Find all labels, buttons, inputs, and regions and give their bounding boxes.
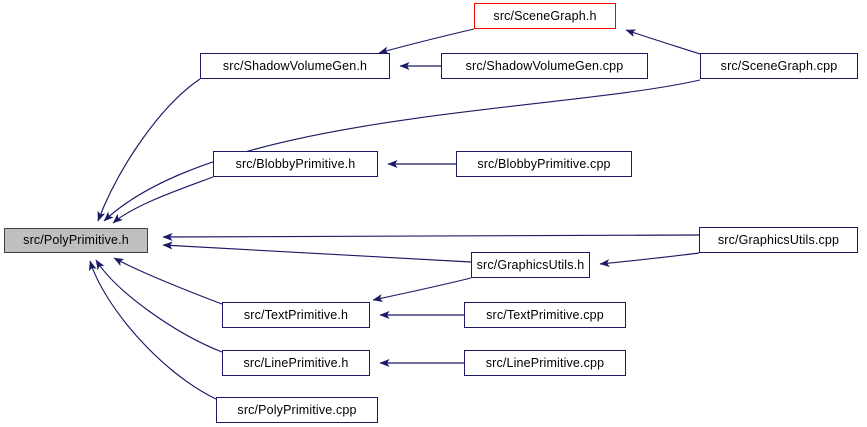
edge-graphicsutils-h-to-textprimitive-h	[372, 277, 472, 302]
node-label: src/PolyPrimitive.cpp	[237, 402, 357, 417]
node-scenegraph-h[interactable]: src/SceneGraph.h	[474, 3, 616, 29]
node-graphicsutils-h[interactable]: src/GraphicsUtils.h	[471, 252, 590, 278]
node-blobbyprimitive-cpp[interactable]: src/BlobbyPrimitive.cpp	[456, 151, 632, 177]
node-label: src/SceneGraph.cpp	[720, 58, 838, 73]
edge-graphicsutils-cpp-to-polyprimitive-h	[162, 232, 700, 241]
node-label: src/TextPrimitive.h	[243, 307, 349, 322]
node-textprimitive-cpp[interactable]: src/TextPrimitive.cpp	[464, 302, 626, 328]
node-label: src/TextPrimitive.cpp	[486, 307, 604, 322]
edge-scenegraph-h-to-shadowvolumegen-h	[378, 28, 475, 55]
node-label: src/GraphicsUtils.h	[476, 257, 585, 272]
node-label: src/LinePrimitive.h	[243, 355, 349, 370]
edge-graphicsutils-h-to-polyprimitive-h	[162, 241, 472, 263]
node-label: src/ShadowVolumeGen.cpp	[465, 58, 624, 73]
node-polyprimitive-h[interactable]: src/PolyPrimitive.h	[4, 228, 148, 253]
node-lineprimitive-h[interactable]: src/LinePrimitive.h	[222, 350, 370, 376]
edge-textprimitive-h-to-polyprimitive-h	[113, 257, 223, 305]
edge-graphicsutils-cpp-to-graphicsutils-h	[599, 252, 700, 268]
node-blobbyprimitive-h[interactable]: src/BlobbyPrimitive.h	[213, 151, 378, 177]
node-textprimitive-h[interactable]: src/TextPrimitive.h	[222, 302, 370, 328]
edge-blobbyprimitive-h-to-polyprimitive-h	[112, 176, 214, 224]
edge-lineprimitive-h-to-polyprimitive-h	[95, 259, 223, 353]
node-scenegraph-cpp[interactable]: src/SceneGraph.cpp	[700, 53, 858, 79]
node-label: src/BlobbyPrimitive.cpp	[477, 156, 611, 171]
node-label: src/ShadowVolumeGen.h	[222, 58, 368, 73]
node-polyprimitive-cpp[interactable]: src/PolyPrimitive.cpp	[216, 397, 378, 423]
node-label: src/PolyPrimitive.h	[23, 233, 129, 248]
node-label: src/LinePrimitive.cpp	[485, 355, 605, 370]
node-graphicsutils-cpp[interactable]: src/GraphicsUtils.cpp	[699, 227, 858, 253]
edge-scenegraph-cpp-to-scenegraph-h	[625, 29, 701, 55]
node-shadowvolumegen-h[interactable]: src/ShadowVolumeGen.h	[200, 53, 390, 79]
edge-polyprimitive-cpp-to-polyprimitive-h	[89, 260, 217, 400]
node-label: src/GraphicsUtils.cpp	[717, 232, 840, 247]
edge-shadowvolumegen-h-to-polyprimitive-h	[97, 78, 201, 222]
node-shadowvolumegen-cpp[interactable]: src/ShadowVolumeGen.cpp	[441, 53, 648, 79]
node-lineprimitive-cpp[interactable]: src/LinePrimitive.cpp	[464, 350, 626, 376]
edge-scenegraph-cpp-to-polyprimitive-h	[103, 79, 701, 222]
node-label: src/BlobbyPrimitive.h	[235, 156, 356, 171]
node-label: src/SceneGraph.h	[493, 8, 597, 23]
